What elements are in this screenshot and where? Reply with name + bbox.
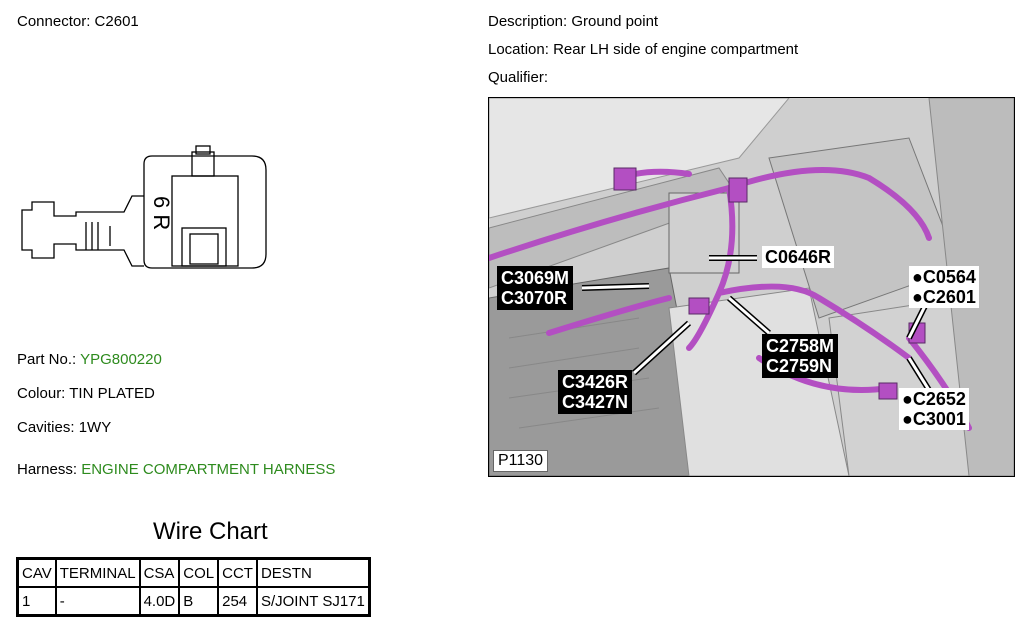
- callout-c0564: ●C0564 ●C2601: [909, 266, 979, 308]
- callout-c2652: ●C2652 ●C3001: [899, 388, 969, 430]
- callout-c2652-line1: ●C2652: [902, 389, 966, 409]
- cell-cct: 254: [217, 586, 258, 617]
- table-row: 1 - 4.0D B 254 S/JOINT SJ171: [16, 586, 371, 617]
- connector-value: C2601: [94, 13, 139, 30]
- callout-c2758-line2: C2759N: [766, 356, 833, 376]
- header-terminal: TERMINAL: [54, 557, 141, 588]
- connector-label: Connector:: [17, 13, 91, 30]
- header-csa: CSA: [138, 557, 181, 588]
- header-destn: DESTN: [255, 557, 371, 588]
- header-col: COL: [178, 557, 220, 588]
- callout-c3069-line2: C3070R: [501, 288, 568, 308]
- header-cav: CAV: [16, 557, 57, 588]
- colour-label: Colour:: [17, 385, 66, 402]
- harness-label: Harness:: [17, 461, 78, 478]
- part-number-value[interactable]: YPG800220: [80, 351, 162, 368]
- cavities-line: Cavities: 1WY: [17, 419, 111, 437]
- colour-value: TIN PLATED: [69, 385, 155, 402]
- cavities-label: Cavities:: [17, 419, 75, 436]
- wire-chart-title: Wire Chart: [153, 518, 268, 545]
- cell-destn[interactable]: S/JOINT SJ171: [255, 586, 371, 617]
- colour-line: Colour: TIN PLATED: [17, 385, 155, 403]
- location-line: Location: Rear LH side of engine compart…: [488, 41, 798, 59]
- wire-chart-header-row: CAV TERMINAL CSA COL CCT DESTN: [16, 557, 371, 588]
- location-value: Rear LH side of engine compartment: [553, 41, 799, 58]
- harness-line: Harness: ENGINE COMPARTMENT HARNESS: [17, 461, 335, 479]
- cell-cav: 1: [16, 586, 57, 617]
- callout-c2758: C2758M C2759N: [762, 334, 839, 378]
- callout-c3426: C3426R C3427N: [558, 370, 633, 414]
- callout-c3426-line2: C3427N: [562, 392, 629, 412]
- callout-c0646: C0646R: [762, 246, 835, 268]
- part-number-label: Part No.:: [17, 351, 77, 368]
- harness-value[interactable]: ENGINE COMPARTMENT HARNESS: [81, 461, 336, 478]
- description-line: Description: Ground point: [488, 13, 658, 31]
- callout-c0564-line2: ●C2601: [912, 287, 976, 307]
- wire-chart-table: CAV TERMINAL CSA COL CCT DESTN 1 - 4.0D …: [16, 557, 371, 617]
- connector-drawing: 6 R: [21, 145, 267, 269]
- cavities-value: 1WY: [78, 419, 112, 436]
- connector-line: Connector: C2601: [17, 13, 139, 31]
- part-number-line: Part No.: YPG800220: [17, 351, 162, 369]
- header-cct: CCT: [217, 557, 258, 588]
- qualifier-label: Qualifier:: [488, 69, 549, 86]
- qualifier-line: Qualifier:: [488, 69, 548, 87]
- callout-c3069: C3069M C3070R: [497, 266, 574, 310]
- connector-marking: 6 R: [149, 196, 174, 230]
- photo-reference: P1130: [493, 450, 549, 472]
- cell-terminal: -: [54, 586, 141, 617]
- cell-csa: 4.0D: [138, 586, 181, 617]
- description-label: Description:: [488, 13, 568, 30]
- callout-c3069-line1: C3069M: [501, 268, 570, 288]
- callout-c3426-line1: C3426R: [562, 372, 629, 392]
- callout-c0564-line1: ●C0564: [912, 267, 976, 287]
- location-label: Location:: [488, 41, 549, 58]
- callout-c2652-line2: ●C3001: [902, 409, 966, 429]
- location-photo: C3069M C3070R C0646R C2758M C2759N C3426…: [488, 97, 1015, 477]
- callout-c2758-line1: C2758M: [766, 336, 835, 356]
- cell-col: B: [178, 586, 220, 617]
- engine-bay-illustration: [489, 98, 1014, 476]
- description-value: Ground point: [571, 13, 659, 30]
